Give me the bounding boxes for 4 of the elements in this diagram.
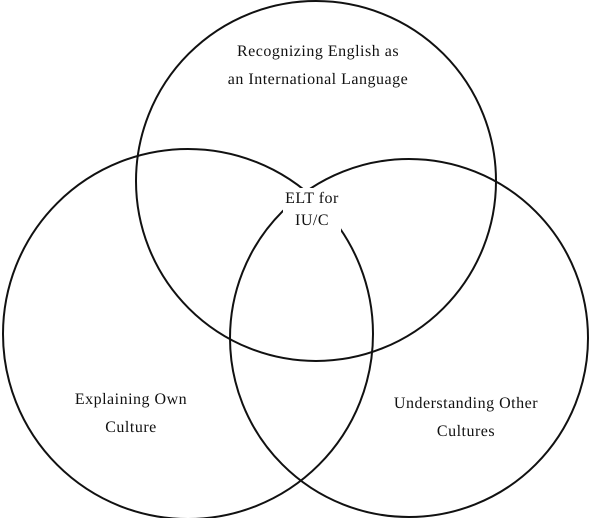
circle-label: Explaining Own Culture bbox=[74, 390, 188, 438]
circle-label: Understanding Other Cultures bbox=[392, 394, 540, 442]
circle-label: Recognizing English as an International Language bbox=[227, 42, 409, 90]
center-label: ELT for IU/C bbox=[283, 188, 341, 232]
